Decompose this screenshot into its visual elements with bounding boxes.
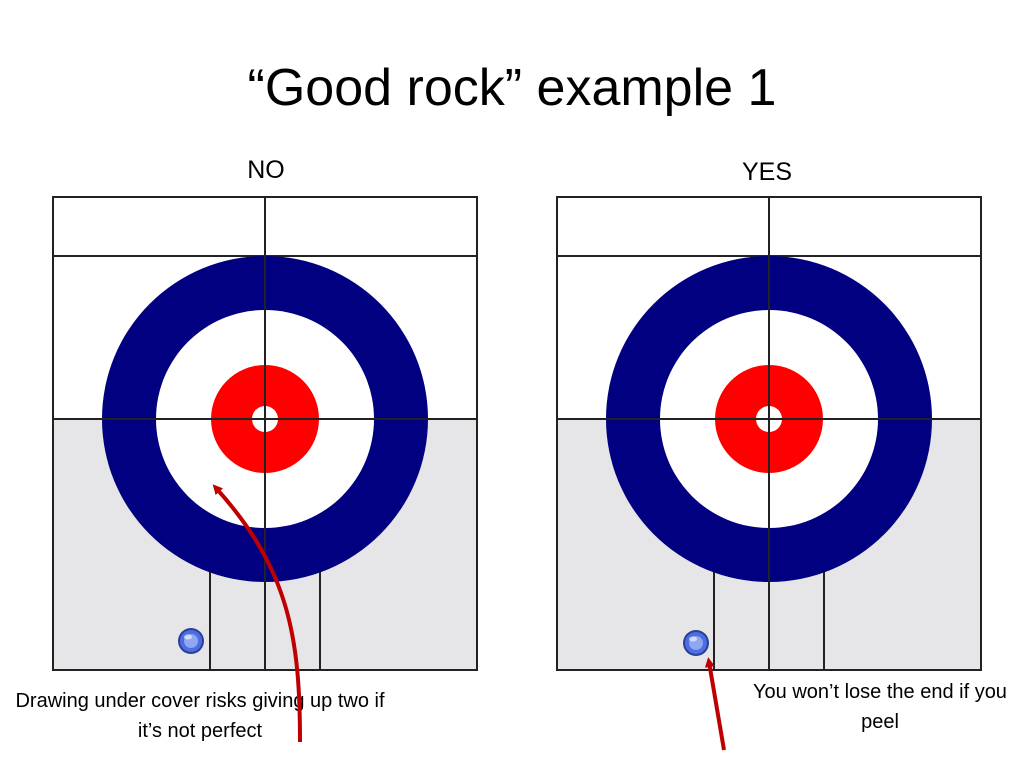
slide-title: “Good rock” example 1 bbox=[247, 59, 777, 117]
panel-label-no: NO bbox=[247, 156, 285, 184]
caption-yes: You won’t lose the end if you peel bbox=[753, 681, 1007, 733]
caption-no: Drawing under cover risks giving up two … bbox=[15, 690, 385, 742]
curling-stone-icon bbox=[683, 630, 709, 656]
curling-stone-icon bbox=[178, 628, 204, 654]
panel-label-yes: YES bbox=[741, 158, 793, 186]
